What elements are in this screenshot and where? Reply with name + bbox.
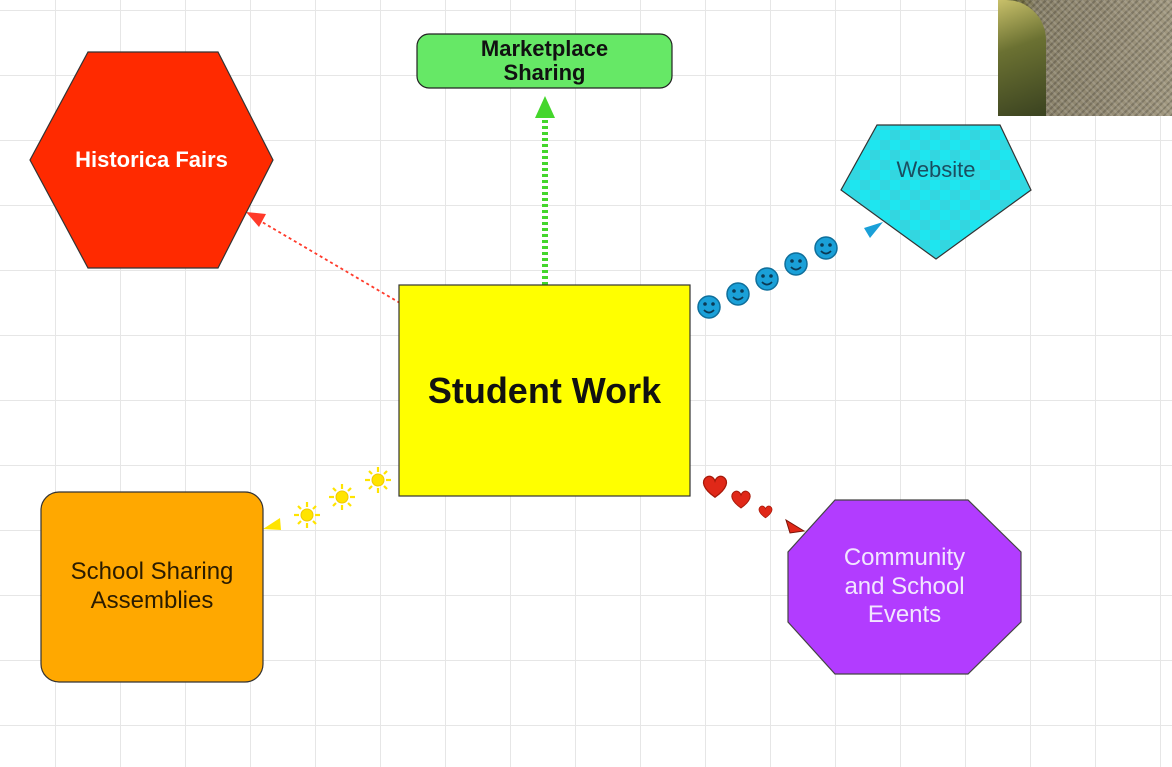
smiley-icon <box>755 267 779 291</box>
community-node-shape[interactable] <box>787 499 1022 675</box>
heart-icon <box>731 490 751 509</box>
smiley-icon <box>784 252 808 276</box>
historica-node-shape[interactable] <box>29 51 274 269</box>
website-node-label: Website <box>896 156 976 182</box>
heart-icon <box>702 475 728 498</box>
webcam-overlay <box>998 0 1172 116</box>
arrowhead-school <box>263 518 281 530</box>
connector-historica[interactable] <box>246 212 401 304</box>
sun-icon <box>364 466 392 494</box>
smiley-icon <box>697 295 721 319</box>
marketplace-node-label: Marketplace Sharing <box>480 35 609 85</box>
historica-node-label: Historica Fairs <box>75 146 228 172</box>
arrowhead-website <box>864 222 883 238</box>
connector-school[interactable] <box>263 466 392 530</box>
smiley-icon <box>814 236 838 260</box>
website-node-shape[interactable] <box>840 124 1032 260</box>
heart-icon <box>758 505 773 519</box>
arrowhead-marketplace <box>535 96 555 118</box>
school-node-shape[interactable] <box>40 491 264 683</box>
connector-marketplace[interactable] <box>535 96 555 285</box>
connector-website[interactable] <box>697 222 883 319</box>
school-node-label: School Sharing Assemblies <box>70 558 234 614</box>
webcam-background-detail <box>998 0 1046 116</box>
connector-community[interactable] <box>702 475 806 534</box>
sun-icon <box>293 501 321 529</box>
marketplace-node-shape[interactable] <box>416 33 673 89</box>
center-node-label: Student Work <box>427 369 662 411</box>
sun-icon <box>328 483 356 511</box>
community-node-label: Community and School Events <box>843 543 966 629</box>
arrowhead-community <box>785 518 806 534</box>
center-node-shape[interactable] <box>398 284 691 497</box>
arrowhead-historica <box>246 212 266 227</box>
smiley-icon <box>726 282 750 306</box>
